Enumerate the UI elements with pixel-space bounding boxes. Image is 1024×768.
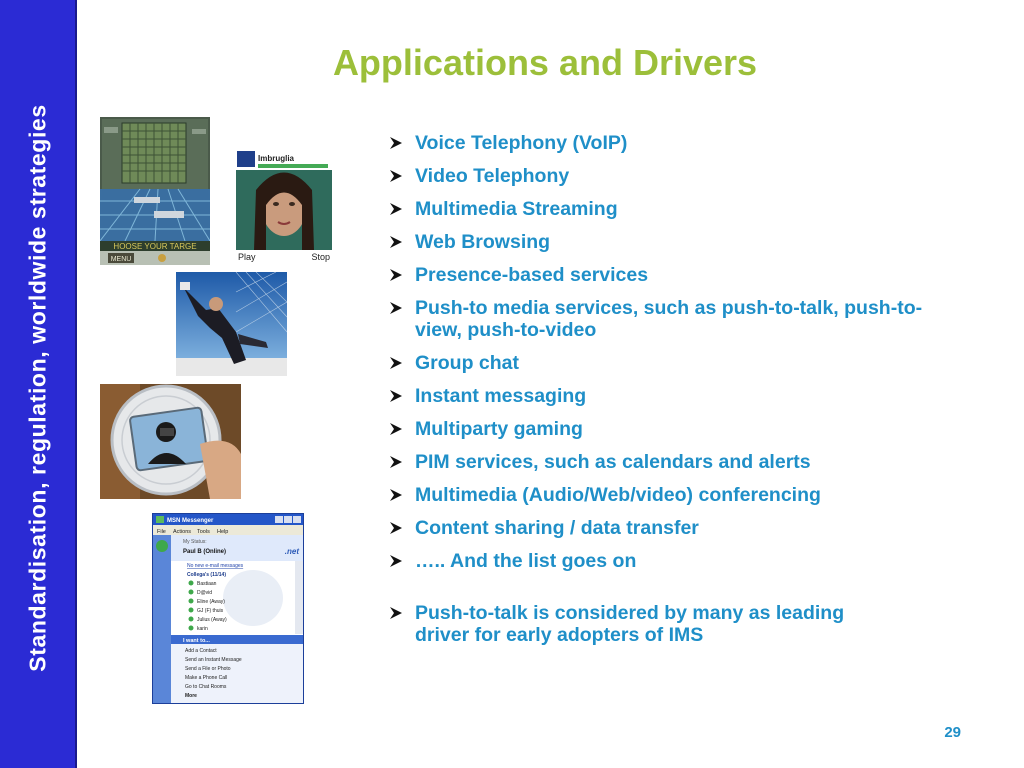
arrow-bullet-icon	[390, 236, 402, 248]
bullet-item: Group chat	[388, 352, 948, 374]
arrow-bullet-icon	[390, 269, 402, 281]
msn-action-phone-call: Make a Phone Call	[185, 675, 227, 681]
arrow-bullet-icon	[390, 203, 402, 215]
bullet-item: Push-to media services, such as push-to-…	[388, 297, 948, 341]
bullet-item: Instant messaging	[388, 385, 948, 407]
arrow-bullet-icon	[390, 489, 402, 501]
msn-contact-1: Bastiaan	[197, 581, 217, 587]
bullet-text: Push-to-talk is considered by many as le…	[415, 602, 845, 646]
bullet-text: Voice Telephony (VoIP)	[415, 132, 628, 154]
msn-email-link: No new e-mail messages	[187, 563, 244, 569]
bullet-item: PIM services, such as calendars and aler…	[388, 451, 948, 473]
sidebar-title: Standardisation, regulation, worldwide s…	[24, 104, 51, 672]
bullet-text: Multimedia (Audio/Web/video) conferencin…	[415, 484, 821, 506]
arrow-bullet-icon	[390, 357, 402, 369]
msn-menu-actions: Actions	[173, 529, 191, 535]
arrow-bullet-icon	[390, 456, 402, 468]
bullet-item: Content sharing / data transfer	[388, 517, 948, 539]
bullet-item: ….. And the list goes on	[388, 550, 948, 572]
bullet-text: Multiparty gaming	[415, 418, 583, 440]
msn-action-send-im: Send an Instant Message	[185, 657, 242, 663]
bullet-text: Multimedia Streaming	[415, 198, 618, 220]
bullet-text: ….. And the list goes on	[415, 550, 637, 572]
msn-action-more: More	[185, 693, 197, 699]
video-stop: Stop	[311, 252, 330, 262]
bullet-item: Multimedia (Audio/Web/video) conferencin…	[388, 484, 948, 506]
msn-status-label: My Status:	[183, 539, 207, 545]
arrow-bullet-icon	[390, 555, 402, 567]
msn-contact-3: Eline (Away)	[197, 599, 225, 605]
msn-action-add-contact: Add a Contact	[185, 648, 217, 654]
page-number: 29	[944, 724, 961, 741]
msn-contact-6: karin	[197, 626, 208, 632]
arrow-bullet-icon	[390, 607, 402, 619]
bullet-text: Presence-based services	[415, 264, 649, 286]
bullet-text: Content sharing / data transfer	[415, 517, 699, 539]
msn-action-send-file: Send a File or Photo	[185, 666, 231, 672]
msn-contact-5: Julius (Away)	[197, 617, 227, 623]
bullet-item: Video Telephony	[388, 165, 948, 187]
msn-user-status: Paul B (Online)	[183, 549, 226, 555]
game-menu-label: MENU	[111, 256, 132, 263]
msn-menu-tools: Tools	[197, 529, 210, 535]
msn-net-logo: .net	[285, 547, 300, 556]
msn-messenger-screenshot: MSN Messenger File Actions Tools Help My…	[152, 513, 304, 704]
msn-contact-2: D@vid	[197, 590, 212, 596]
msn-contact-group: Collega's (11/14)	[187, 572, 226, 578]
bullet-item: Presence-based services	[388, 264, 948, 286]
video-screenshot: Imbruglia Play Stop	[236, 150, 332, 263]
goalkeeper-photo	[176, 272, 287, 376]
msn-i-want-to: I want to...	[183, 638, 210, 644]
video-play: Play	[238, 252, 256, 262]
bullet-item: Multimedia Streaming	[388, 198, 948, 220]
bullet-item: Web Browsing	[388, 231, 948, 253]
arrow-bullet-icon	[390, 137, 402, 149]
video-title: Imbruglia	[258, 154, 295, 163]
bullet-text: Group chat	[415, 352, 520, 374]
msn-action-chat-rooms: Go to Chat Rooms	[185, 684, 227, 690]
msn-contact-4: GJ (F) thuis	[197, 608, 224, 614]
video-call-device-photo	[100, 384, 241, 499]
game-banner: HOOSE YOUR TARGE	[113, 242, 196, 251]
bullet-text: PIM services, such as calendars and aler…	[415, 451, 811, 473]
bullet-item: Push-to-talk is considered by many as le…	[388, 602, 858, 646]
arrow-bullet-icon	[390, 390, 402, 402]
arrow-bullet-icon	[390, 522, 402, 534]
bullet-list: Voice Telephony (VoIP) Video Telephony M…	[388, 132, 948, 657]
bullet-item: Multiparty gaming	[388, 418, 948, 440]
sidebar: Standardisation, regulation, worldwide s…	[0, 0, 77, 768]
bullet-text: Video Telephony	[415, 165, 570, 187]
bullet-text: Push-to media services, such as push-to-…	[415, 297, 923, 341]
msn-menu-help: Help	[217, 529, 228, 535]
bullet-item: Voice Telephony (VoIP)	[388, 132, 948, 154]
bullet-text: Instant messaging	[415, 385, 587, 407]
arrow-bullet-icon	[390, 423, 402, 435]
arrow-bullet-icon	[390, 170, 402, 182]
arrow-bullet-icon	[390, 302, 402, 314]
game-screenshot: HOOSE YOUR TARGE MENU	[100, 117, 210, 265]
slide-title: Applications and Drivers	[332, 42, 758, 83]
bullet-text: Web Browsing	[415, 231, 551, 253]
msn-menu-file: File	[157, 529, 166, 535]
msn-window-title: MSN Messenger	[167, 518, 214, 524]
